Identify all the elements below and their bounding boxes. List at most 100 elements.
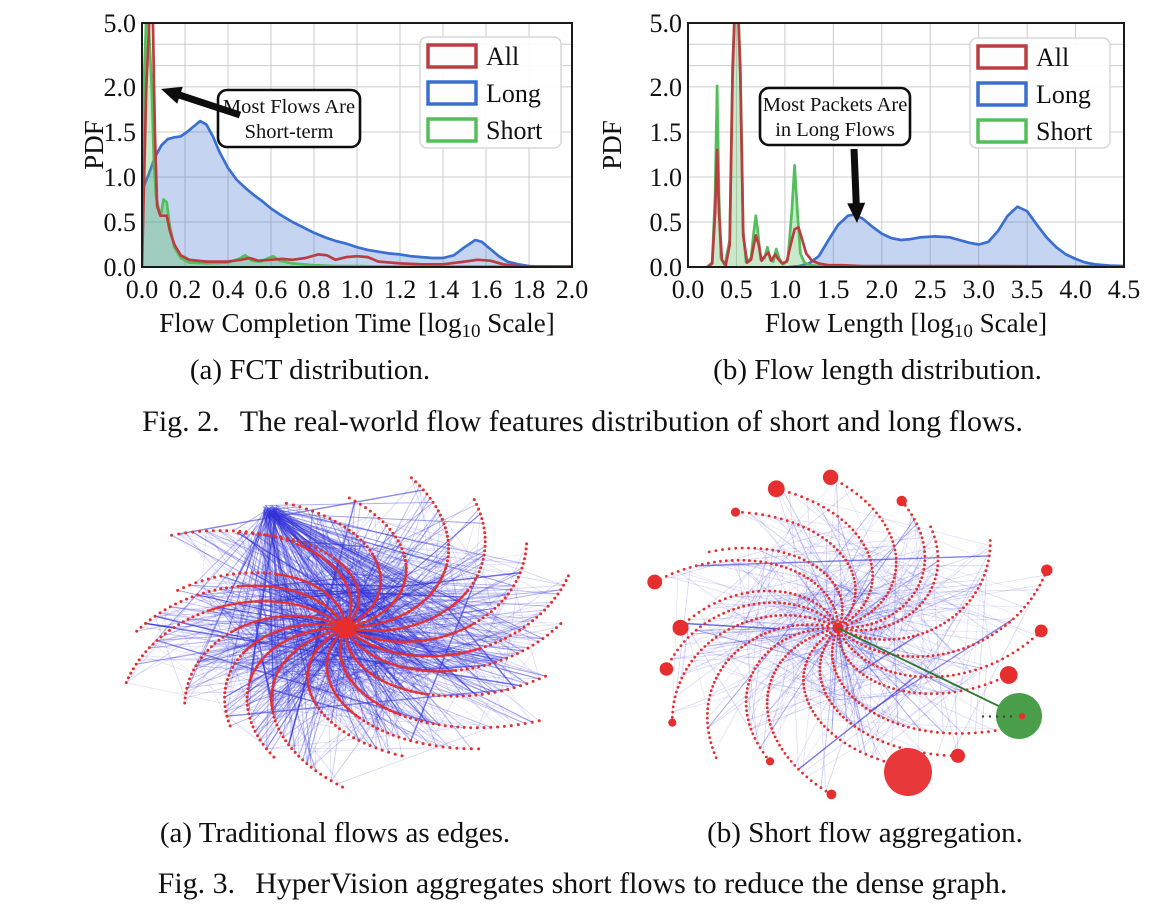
central-node [335,618,355,638]
y-tick-label: 0.0 [650,253,683,282]
x-tick-label: 1.0 [341,275,374,304]
annotation-text: in Long Flows [775,119,895,141]
y-tick-label: 1.5 [650,118,683,147]
series-long [142,119,572,267]
x-tick-label: 0.0 [126,275,159,304]
legend-label-all: All [486,42,519,71]
x-tick-label: 0.0 [672,275,705,304]
fig3-caption: Fig. 3.HyperVision aggregates short flow… [0,866,1165,902]
chart-fct-distribution: 0.0 0.2 0.4 0.6 0.8 1.0 1.2 1.4 1.6 1.8 2.0 0.0 0.5 1… [79,9,588,342]
endpoint-node [950,748,965,763]
x-axis-label: Flow Length [log10 Scale] [765,308,1047,342]
y-tick-label: 0.0 [104,253,137,282]
x-tick-label: 3.5 [1011,275,1044,304]
annotation-text: Most Flows Are [223,96,355,118]
series-all [142,22,572,267]
x-tick-label: 1.4 [427,275,460,304]
x-tick-label: 0.6 [255,275,288,304]
annotation-arrow [847,148,866,223]
y-tick-label: 0.5 [650,208,683,237]
endpoint-node [766,757,775,766]
chart-flow-length-distribution: 0.0 0.5 1.0 1.5 2.0 2.5 3.0 3.5 4.0 4.5 0.0 0.5 1.0 1… [597,9,1141,342]
x-tick-label: 1.2 [384,275,417,304]
x-tick-label: 1.0 [769,275,802,304]
legend-swatch-all [426,43,478,69]
fig2b-subcaption: (b) Flow length distribution. [713,354,1042,386]
legend-label-all: All [1036,43,1069,72]
x-axis-label: Flow Completion Time [log10 Scale] [159,308,555,342]
y-tick-label: 1.0 [650,163,683,192]
annotation-text: Most Packets Are [763,94,908,116]
x-tick-label: 0.2 [169,275,202,304]
plot-frame [687,22,1125,268]
fig3a-subcaption: (a) Traditional flows as edges. [159,817,511,849]
legend-swatch-long [976,81,1028,107]
endpoint-node [1034,624,1048,638]
x-tick-label: 2.5 [914,275,947,304]
endpoint-node [896,495,907,507]
fig2-label: Fig. 2. [142,405,220,438]
x-tick-label: 1.6 [470,275,503,304]
x-tick-label: 0.4 [212,275,245,304]
endpoint-node [999,666,1018,684]
plot-frame [141,22,573,268]
legend-label-long: Long [1036,80,1091,109]
y-tick-label: 1.0 [104,163,137,192]
fig2-caption: Fig. 2. The real-world flow features dist… [0,404,1165,440]
y-axis-label: PDF [597,120,627,170]
annotation-arrow [161,86,242,119]
legend-swatch-short [426,117,478,143]
endpoint-node [659,662,674,676]
aggregation-edge [837,627,1020,717]
legend-label-short: Short [1036,117,1093,146]
short-flow-arms [653,475,1049,796]
endpoint-node [767,480,785,498]
fig2a-subcaption: (a) FCT distribution. [189,354,431,386]
short-flow-arms [124,476,570,789]
y-tick-label: 1.5 [104,118,137,147]
y-tick-label: 0.5 [104,208,137,237]
x-tick-label: 0.5 [720,275,753,304]
series-all [706,22,1124,267]
endpoint-node [647,574,663,590]
fig3-text: HyperVision aggregates short flows to re… [255,867,1008,900]
x-tick-label: 1.8 [513,275,546,304]
fig3b-subcaption: (b) Short flow aggregation. [707,817,1023,849]
series-short [142,22,572,267]
legend-swatch-short [976,118,1028,144]
endpoint-node [730,507,741,517]
annotation-text: Short-term [245,121,334,143]
x-tick-label: 3.0 [962,275,995,304]
series-layer [706,22,1124,267]
series-layer [142,22,572,267]
x-tick-label: 2.0 [556,275,589,304]
endpoint-node [1041,564,1053,576]
y-axis-label: PDF [79,120,109,170]
legend-label-long: Long [486,79,541,108]
fig2-text: The real-world flow features distributio… [239,405,1023,438]
endpoint-node [822,469,839,485]
annotation-box [758,86,912,147]
y-tick-label: 5.0 [104,9,137,38]
y-tick-label: 2.0 [650,73,683,102]
x-tick-label: 2.0 [866,275,899,304]
aggregated-node-core [1018,712,1026,720]
graph-short-flow-aggregation [647,469,1053,800]
y-tick-label: 5.0 [650,9,683,38]
legend-label-short: Short [486,116,543,145]
endpoint-node [672,619,689,636]
y-tick-label: 2.0 [104,73,137,102]
endpoint-node [668,718,677,727]
x-tick-label: 4.0 [1059,275,1092,304]
series-long [788,205,1124,267]
endpoint-node [826,789,837,800]
x-tick-label: 4.5 [1108,275,1141,304]
legend-swatch-long [426,80,478,106]
x-tick-label: 1.5 [817,275,850,304]
graph-traditional-flows [124,476,570,789]
annotation-box [216,88,362,149]
legend-swatch-all [976,44,1028,70]
aggregated-node-red [884,748,932,796]
x-tick-label: 0.8 [298,275,331,304]
